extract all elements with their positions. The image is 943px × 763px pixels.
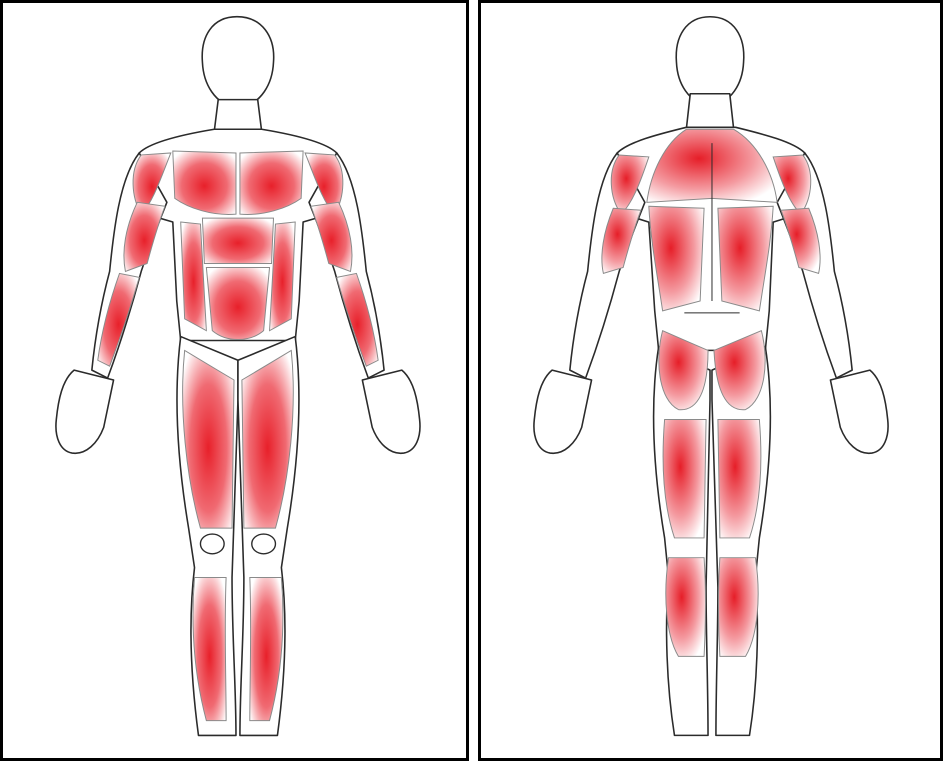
back-left-hand — [534, 370, 592, 453]
front-head — [202, 17, 273, 110]
front-right-hand — [362, 370, 420, 453]
front-abs-lower — [206, 267, 269, 339]
back-right-calf — [718, 558, 758, 657]
front-left-knee — [200, 534, 224, 554]
front-view-panel — [0, 0, 469, 761]
back-view-panel — [478, 0, 943, 761]
back-left-hamstring — [663, 419, 706, 537]
back-body-figure — [481, 3, 940, 758]
front-body-figure — [3, 3, 466, 758]
front-left-hand — [56, 370, 114, 453]
front-right-knee — [252, 534, 276, 554]
front-abs-upper — [202, 218, 273, 263]
front-neck — [214, 100, 261, 132]
back-right-hand — [830, 370, 888, 453]
back-right-hamstring — [718, 419, 761, 537]
back-neck — [686, 94, 733, 130]
back-left-calf — [666, 558, 706, 657]
panel-divider — [469, 0, 478, 763]
